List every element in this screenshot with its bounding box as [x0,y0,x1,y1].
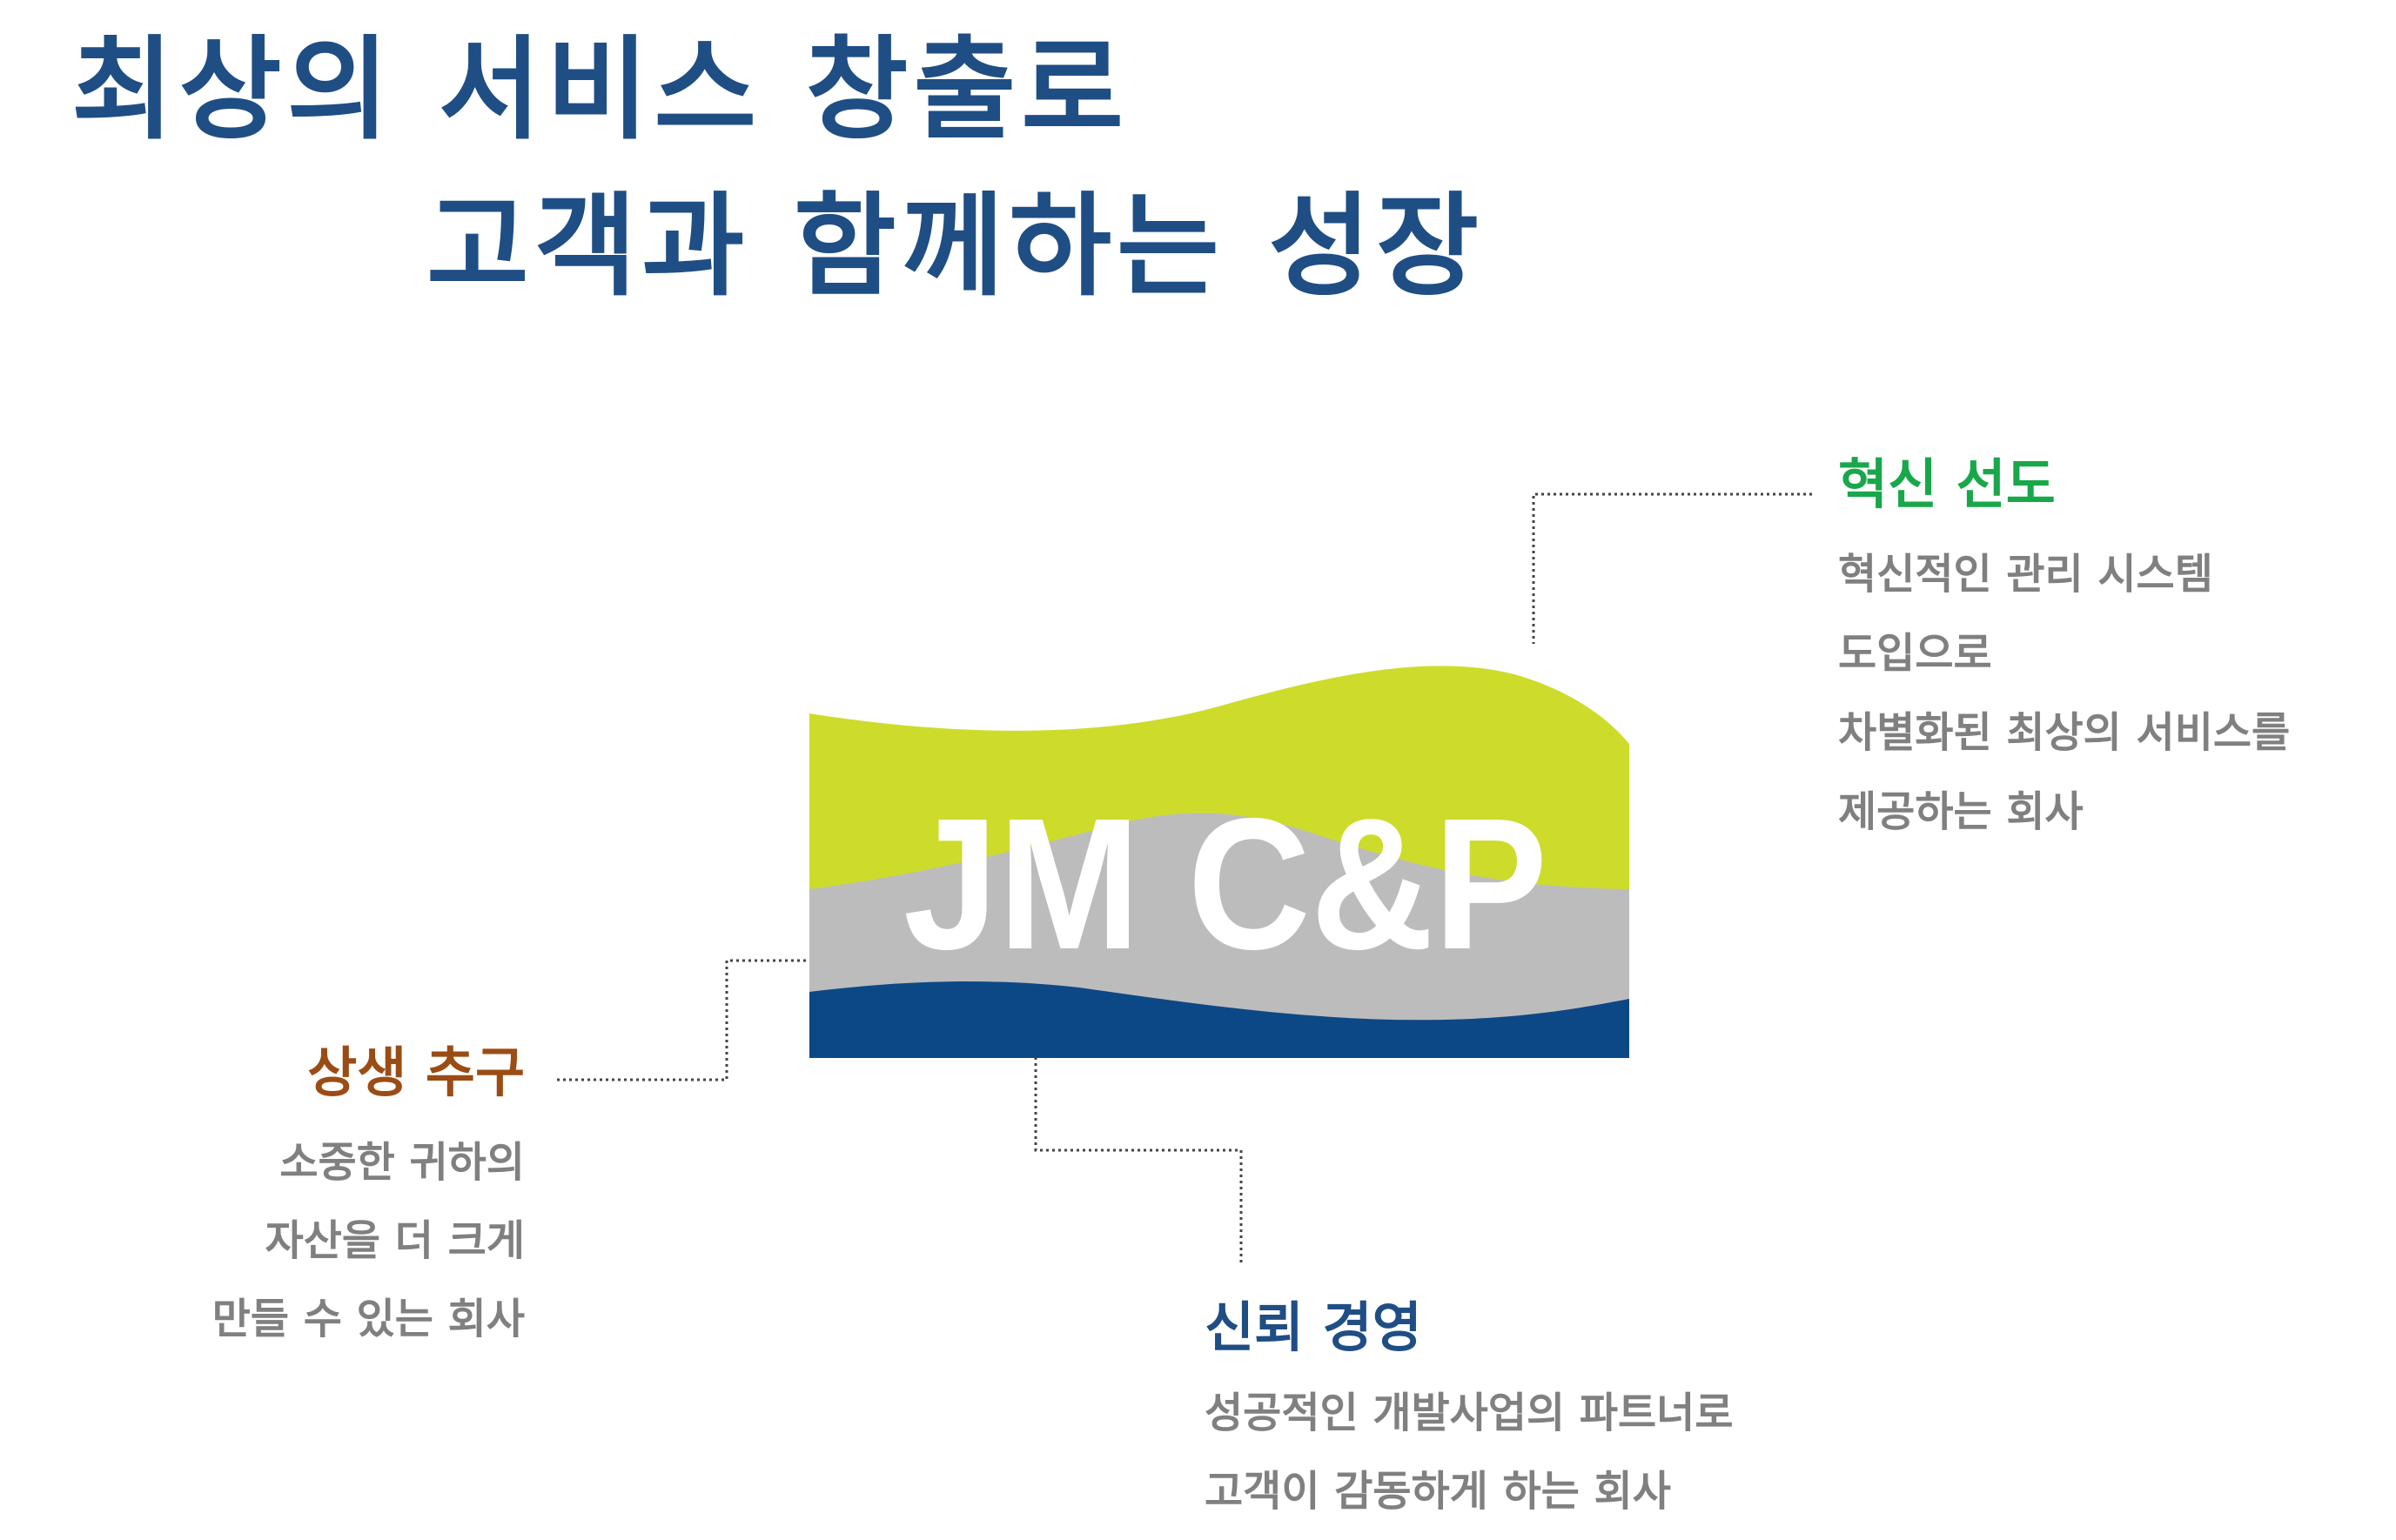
coexistence-desc-line-1: 소중한 귀하의 [279,1138,525,1187]
innovation-title: 혁신 선도 [1838,452,2056,516]
trust-desc-line-2: 고객이 감동하게 하는 회사 [1205,1467,1671,1516]
coexistence-title: 상생 추구 [307,1041,525,1104]
headline-line1: 최상의 서비스 창출로 [71,25,1129,155]
logo-band-blue [809,981,1629,1058]
logo-text: JM C&P [903,779,1547,988]
trust-title: 신뢰 경영 [1205,1296,1422,1359]
innovation-desc-line-4: 제공하는 회사 [1838,787,2084,836]
coexistence-desc-line-3: 만들 수 있는 회사 [211,1295,525,1343]
trust-desc-line-1: 성공적인 개발사업의 파트너로 [1205,1389,1734,1437]
connector-trust [1034,1057,1243,1266]
innovation-desc-line-2: 도입으로 [1838,629,1992,678]
innovation-desc-line-1: 혁신적인 관리 시스템 [1838,550,2213,599]
innovation-desc-line-3: 차별화된 최상의 서비스를 [1838,708,2291,757]
coexistence-desc-line-2: 자산을 더 크게 [265,1216,525,1265]
connector-coexistence [557,959,808,1081]
connector-innovation [1532,492,1812,689]
headline-line2: 고객과 함께하는 성장 [426,182,1484,311]
